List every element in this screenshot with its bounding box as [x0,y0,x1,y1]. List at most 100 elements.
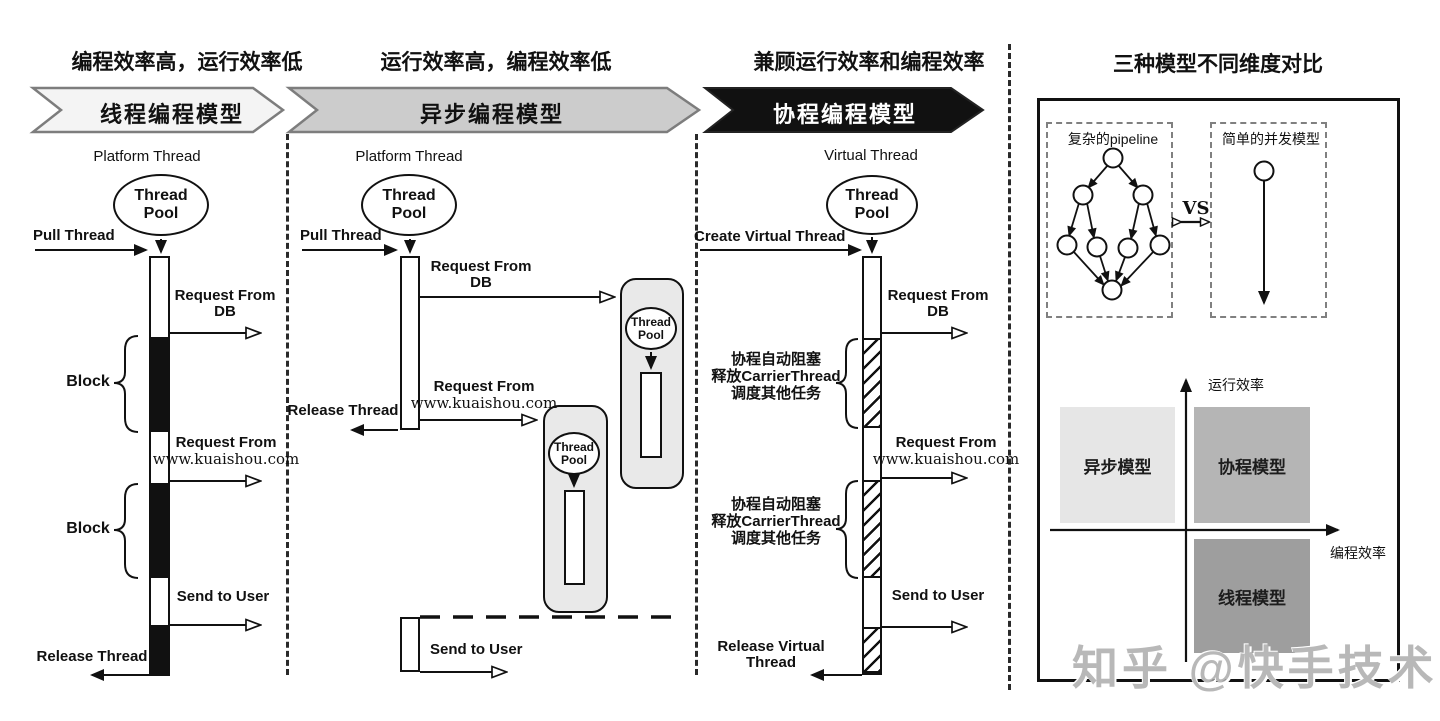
thread-pool-label: Thread Pool [845,187,899,222]
coroutine-brace-1 [835,338,859,429]
block-brace-2 [113,483,139,579]
virtual-thread-bar [862,256,882,675]
lifeline-title: Platform Thread [93,148,201,165]
column-title-coroutine: 兼顾运行效率和编程效率 [753,51,985,74]
column-title-thread: 编程效率高，运行效率低 [71,51,303,74]
block-label-1: Block [66,373,110,390]
send-to-user-label: Send to User [891,587,985,604]
simple-model-box-label: 简单的并发模型 [1222,131,1320,147]
dag-node [1056,234,1078,256]
request-db-label: Request From DB [887,287,989,320]
release-virtual-thread-label: Release Virtual Thread [717,638,825,671]
coroutine-brace-2 [835,480,859,579]
async-column-arrows [302,239,676,672]
block-segment-2 [151,483,168,578]
dag-edge [1067,202,1080,237]
dag-edge [1086,202,1097,239]
column-title-async: 运行效率高，编程效率低 [380,51,612,74]
thread-pool-ellipse-3: Thread Pool [826,175,918,235]
pipeline-box-label: 复杂的pipeline [1067,131,1159,147]
pull-thread-label: Pull Thread [300,227,382,244]
async-worker-bar-2 [564,490,585,585]
quadrant-label: 协程模型 [1218,457,1286,477]
simple-model-dashed-box [1210,122,1327,318]
send-to-user-label: Send to User [176,588,270,605]
column-separator-1 [286,134,289,675]
worker-pool-label: Pool [561,452,587,467]
async-main-bar [400,256,420,430]
banner-label-async: 异步编程模型 [419,102,565,127]
thread-pool-label: Thread Pool [382,187,436,222]
dag-edge [1099,255,1110,282]
dag-edge [1087,164,1109,189]
coroutine-block-note-2: 协程自动阻塞 释放CarrierThread 调度其他任务 [711,496,841,547]
thread-pool-ellipse-2: Thread Pool [361,174,457,236]
worker-pool-label: Pool [638,327,664,342]
request-db-label: Request From DB [174,287,276,320]
release-thread-label: Release Thread [36,648,148,665]
coroutine-block-segment-2 [864,480,880,578]
banner-async-chevron [285,86,702,134]
quadrant-label: 线程模型 [1218,588,1286,608]
column-separator-2 [695,134,698,675]
coroutine-column-arrows [700,237,966,681]
vs-label: VS [1182,198,1210,219]
thread-lifeline-bar [149,256,170,676]
dag-node [1149,234,1171,256]
pull-thread-label: Pull Thread [33,227,115,244]
banner-thread-chevron [29,86,286,134]
dag-node [1102,147,1124,169]
lifeline-title: Virtual Thread [824,147,918,164]
dag-node [1072,184,1094,206]
lifeline-title: Platform Thread [355,148,463,165]
process-banners [29,86,985,134]
dag-node [1086,236,1108,258]
pipeline-dag-nodes [1056,147,1171,301]
request-kuaishou-label: Request From www.kuaishou.com [410,378,558,412]
dag-edge [1120,250,1155,287]
banner-coroutine-chevron [702,87,985,133]
request-db-label: Request From DB [430,258,532,291]
quadrant-coroutine-model: 协程模型 [1194,407,1310,523]
dag-edge [1146,202,1158,237]
coroutine-block-note-1: 协程自动阻塞 释放CarrierThread 调度其他任务 [711,351,841,402]
request-kuaishou-label: Request From www.kuaishou.com [872,434,1020,468]
worker-pool-label: Thread [630,314,671,329]
block-label-2: Block [66,520,110,537]
request-kuaishou-label: Request From www.kuaishou.com [152,434,300,468]
worker-pool-ellipse-2: Thread Pool [548,432,600,475]
async-send-bar [400,617,420,672]
dag-node [1117,237,1139,259]
block-brace-1 [113,335,139,433]
quadrant-axes [1050,378,1340,662]
dag-node [1132,184,1154,206]
thread-pool-label: Thread Pool [134,187,188,222]
coroutine-block-segment-3 [864,627,880,673]
coroutine-block-segment-1 [864,338,880,428]
x-axis-label: 编程效率 [1330,545,1386,561]
panel-title-comparison: 三种模型不同维度对比 [1113,53,1323,76]
dag-edge [1128,202,1140,240]
dag-edge [1115,256,1126,282]
block-segment-1 [151,337,168,432]
worker-pool-ellipse-1: Thread Pool [625,307,677,350]
quadrant-async-model: 异步模型 [1060,407,1175,523]
worker-pool-label: Thread [553,439,594,454]
thread-column-arrows [35,239,260,681]
banner-label-thread: 线程编程模型 [99,102,245,127]
pipeline-dag-edges [1067,164,1158,287]
dag-edge [1117,164,1139,189]
y-axis-label: 运行效率 [1208,377,1264,393]
watermark: 知乎 @快手技术 [1072,642,1438,694]
create-virtual-thread-label: Create Virtual Thread [694,228,846,245]
quadrant-thread-model: 线程模型 [1194,539,1310,653]
send-to-user-label: Send to User [430,641,523,658]
simple-model-node [1253,160,1275,182]
dag-edge [1072,250,1105,286]
banner-label-coroutine: 协程编程模型 [772,102,918,127]
thread-pool-ellipse-1: Thread Pool [113,174,209,236]
release-thread-label: Release Thread [287,402,399,419]
block-segment-3 [151,625,168,674]
column-separator-3 [1008,44,1011,690]
